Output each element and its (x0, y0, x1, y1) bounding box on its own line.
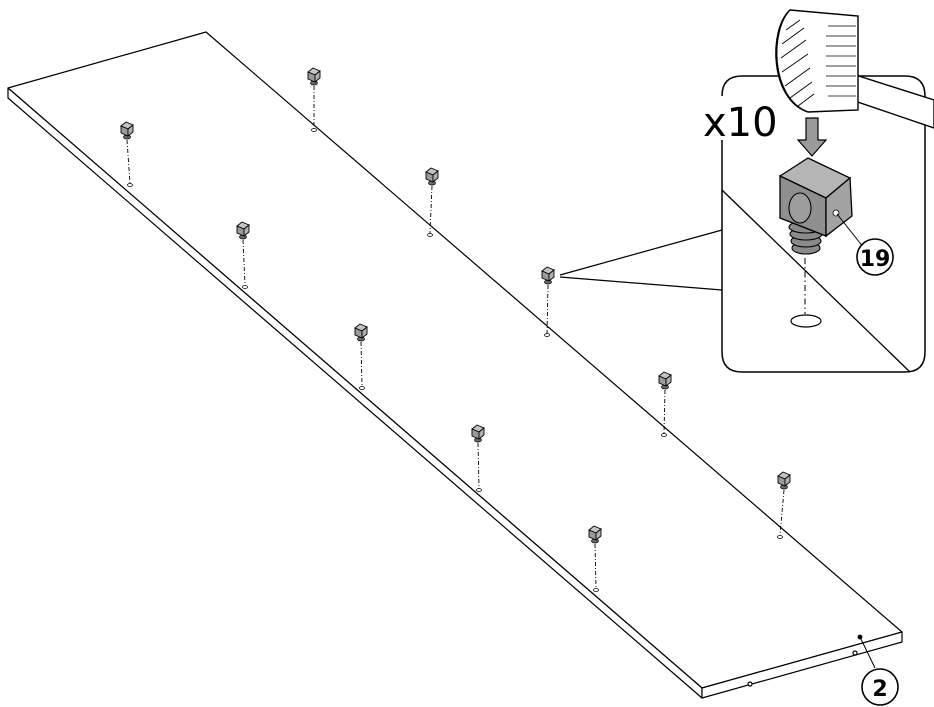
mallet-icon (775, 9, 934, 129)
detail-callout-box: 19 (721, 9, 934, 373)
connector-small (658, 371, 672, 437)
callout-pointer (559, 229, 723, 291)
part-label-2: 2 (872, 677, 887, 702)
leader-line-2 (859, 636, 876, 669)
connector-small (777, 471, 791, 539)
connector-right-face (825, 176, 853, 238)
detail-connector (778, 157, 853, 255)
connector-small (307, 67, 321, 132)
quantity-label: x10 (703, 100, 778, 146)
panel-right-edge (701, 631, 903, 699)
leader-line-19 (836, 213, 865, 249)
edge-hole (747, 681, 753, 687)
quantity-label-bg (700, 96, 782, 140)
connector-small (541, 266, 555, 337)
detail-hole (790, 314, 822, 328)
connectors-group (120, 67, 791, 592)
detail-panel-edge (721, 189, 911, 373)
connector-small (354, 323, 368, 390)
connector-small (471, 424, 485, 492)
part-label-19: 19 (860, 247, 891, 272)
edge-hole (852, 650, 858, 656)
part-label-2-circle (861, 668, 899, 706)
connector-small (120, 121, 134, 187)
connector-small (588, 525, 602, 592)
part-label-19-circle (856, 238, 894, 276)
connector-face-hole (788, 192, 812, 224)
connector-small (236, 221, 250, 289)
panel-board (7, 31, 903, 699)
down-arrow-icon (796, 117, 828, 157)
connector-small (425, 167, 439, 237)
